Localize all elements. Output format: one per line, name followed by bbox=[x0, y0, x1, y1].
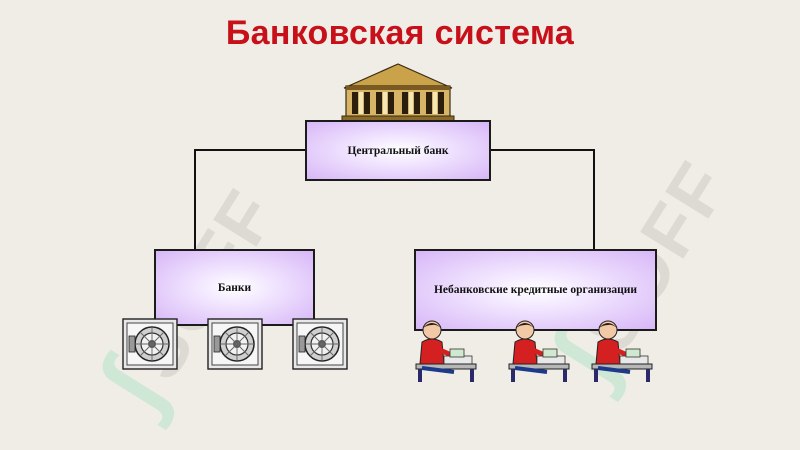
vault-safe-icon bbox=[122, 318, 178, 370]
page-title: Банковская система bbox=[225, 14, 575, 52]
banks-node: Банки bbox=[154, 249, 315, 326]
nonbank-node: Небанковские кредитные организации bbox=[414, 249, 657, 331]
clerk-at-desk-icon bbox=[415, 320, 477, 382]
bank-building-icon bbox=[341, 63, 455, 122]
vault-safe-icon bbox=[292, 318, 348, 370]
clerk-at-desk-icon bbox=[508, 320, 570, 382]
clerk-at-desk-icon bbox=[591, 320, 653, 382]
central-bank-node: Центральный банк bbox=[305, 120, 491, 181]
vault-safe-icon bbox=[207, 318, 263, 370]
